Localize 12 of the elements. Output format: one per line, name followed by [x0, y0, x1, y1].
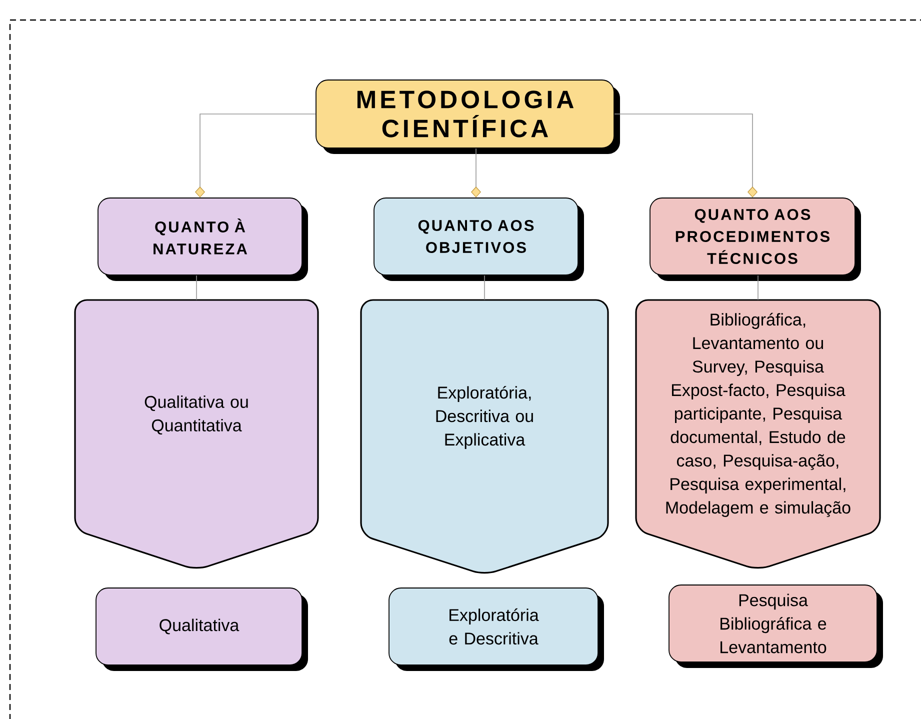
title-box: METODOLOGIA CIENTÍFICA	[316, 80, 620, 154]
category-box: QUANTO À NATUREZA	[98, 198, 308, 281]
content-box: Pesquisa Bibliográfica e Levantamento	[668, 584, 883, 668]
category-box: QUANTO AOS OBJETIVOS	[374, 198, 584, 281]
pentagon-box: Qualitativa ou Quantitativa	[74, 299, 319, 569]
pentagon-box: Exploratória, Descritiva ou Explicativa	[360, 299, 609, 574]
content-box: Qualitativa	[96, 588, 308, 671]
connector-line	[484, 275, 485, 300]
connector-line	[196, 275, 197, 300]
content-box: Exploratória e Descritiva	[388, 588, 604, 671]
category-box: QUANTO AOS PROCEDIMENTOS TÉCNICOS	[650, 198, 861, 281]
pentagon-box: Bibliográfica, Levantamento ou Survey, Pesquisa Expost-facto, Pesquisa participante, Pesquisa documental, Estudo de caso, Pesquisa-ação, Pesquisa experimental, Modelagem e simulação	[635, 299, 881, 569]
